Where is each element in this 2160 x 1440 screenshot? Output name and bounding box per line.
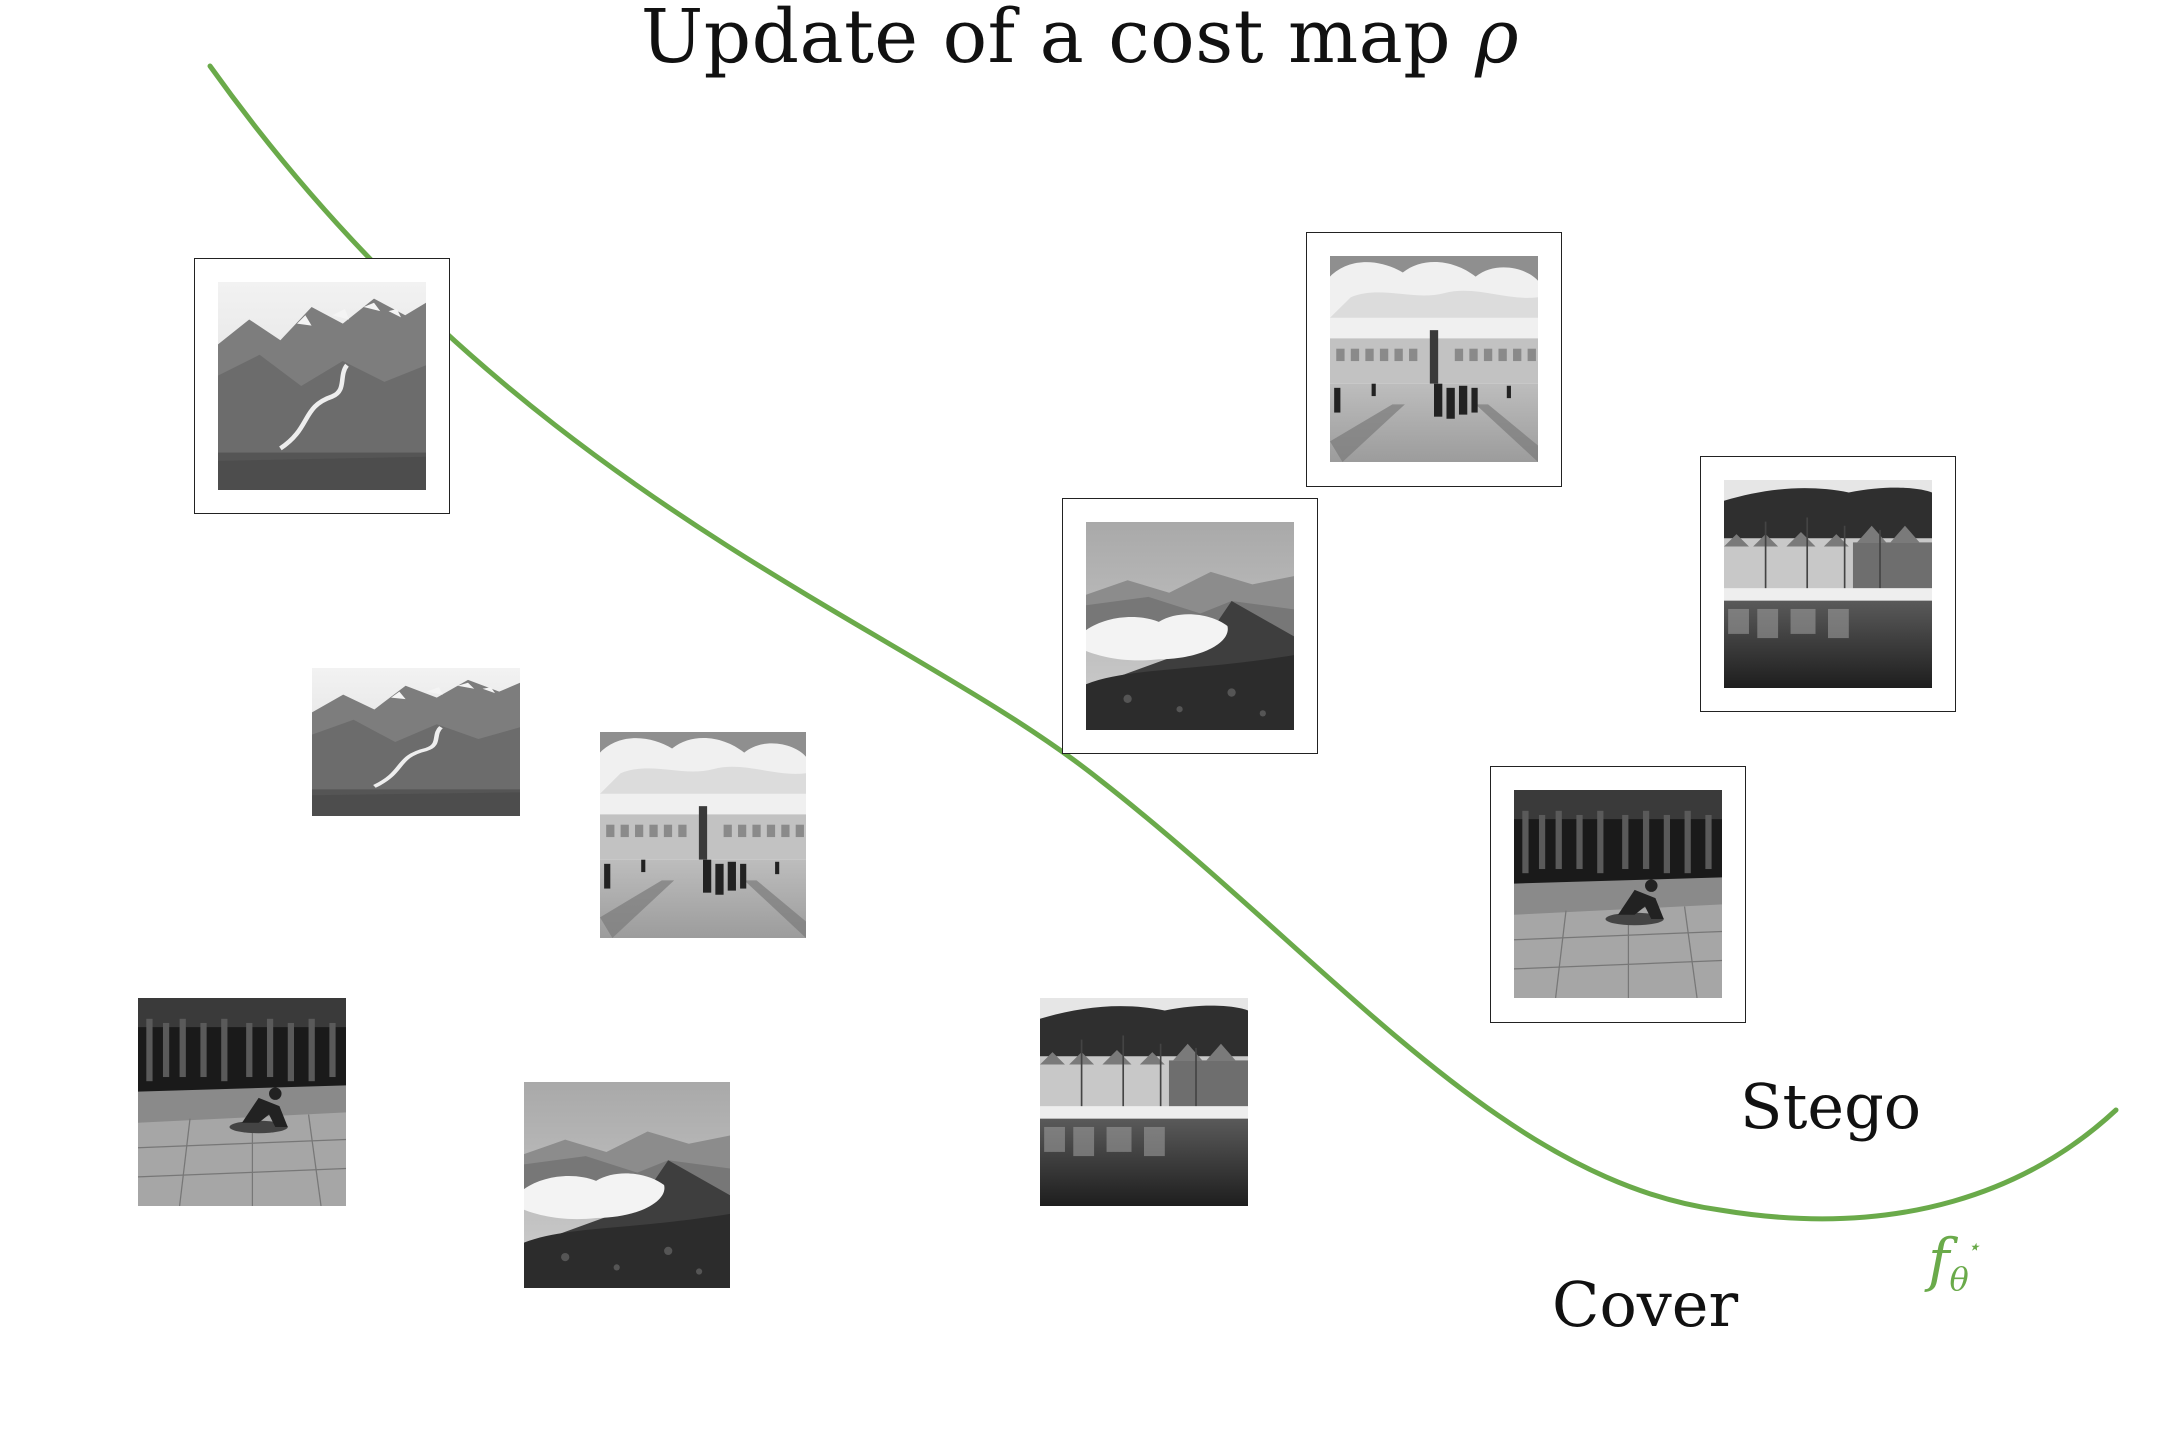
cover-image-fog: [524, 1082, 730, 1288]
title-rho-symbol: ρ: [1475, 0, 1520, 80]
stego-image-square: [1330, 256, 1538, 462]
function-base: f: [1928, 1226, 1950, 1294]
cover-image-dancer: [138, 998, 346, 1206]
title-text: Update of a cost map: [640, 0, 1476, 80]
stego-image-fog: [1086, 522, 1294, 730]
stego-image-harbor: [1724, 480, 1932, 688]
cover-image-mountain: [312, 668, 520, 816]
function-subscript: θ: [1949, 1260, 1969, 1298]
decision-boundary-curve: [207, 63, 2119, 1222]
function-superscript: ⋆: [1966, 1235, 1981, 1260]
stego-class-label: Stego: [1740, 1070, 1922, 1143]
cover-image-harbor: [1040, 998, 1248, 1206]
cover-class-label: Cover: [1552, 1268, 1739, 1341]
cover-image-square: [600, 732, 806, 938]
stego-image-dancer: [1514, 790, 1722, 998]
stego-image-mountain: [218, 282, 426, 490]
classifier-function-label: fθ⋆: [1928, 1226, 1981, 1298]
diagram-title: Update of a cost map ρ: [0, 0, 2160, 80]
